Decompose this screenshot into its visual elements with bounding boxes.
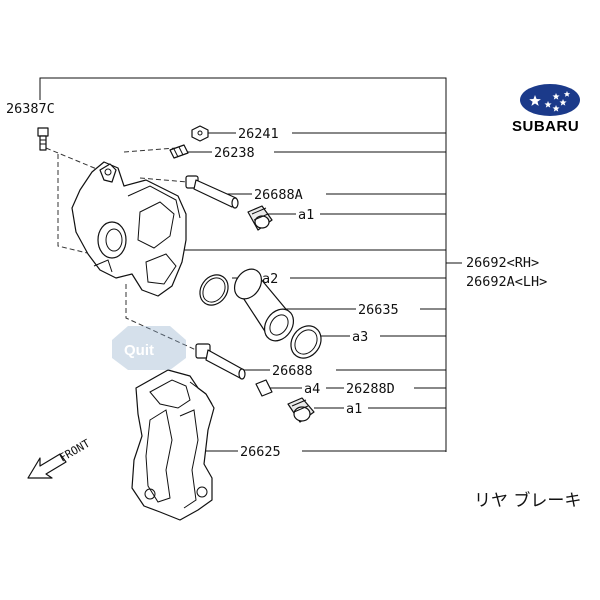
part-a3-piston-boot <box>290 325 322 359</box>
part-labels: 26387C 26241 26238 26688A a1 26692<RH> 2… <box>6 101 547 460</box>
part-a2-piston-seal <box>199 274 229 306</box>
label-a1-upper: a1 <box>298 207 314 223</box>
part-a1-boot-lower <box>287 397 315 423</box>
subaru-logo-stars-icon <box>529 91 571 112</box>
subaru-logo-oval <box>520 84 580 116</box>
label-26688: 26688 <box>272 363 313 379</box>
label-26238: 26238 <box>214 145 255 161</box>
part-26692-caliper-body <box>71 161 187 297</box>
label-a1-lower: a1 <box>346 401 362 417</box>
part-a4-bushing <box>255 379 273 397</box>
part-26387C-bleeder-screw <box>37 127 49 151</box>
label-26692-rh: 26692<RH> <box>466 255 539 271</box>
part-26688A-guide-pin <box>185 175 239 209</box>
part-26688-guide-pin <box>195 343 246 380</box>
label-26241: 26241 <box>238 126 279 142</box>
label-a3: a3 <box>352 329 368 345</box>
front-direction-arrow: FRONT <box>27 437 93 479</box>
leader-lines <box>182 132 446 452</box>
assembly-lines <box>45 147 197 351</box>
diagram-title-jp: リヤ ブレーキ <box>474 490 581 511</box>
watermark-text: Quit <box>124 342 154 359</box>
label-26625: 26625 <box>240 444 281 460</box>
part-26238-bleeder <box>169 144 189 159</box>
part-a1-boot-upper <box>247 205 273 231</box>
label-26688A: 26688A <box>254 187 303 203</box>
watermark-badge: Quit <box>112 326 186 370</box>
label-26387C: 26387C <box>6 101 55 117</box>
label-26288D: 26288D <box>346 381 395 397</box>
callout-frame <box>39 77 462 452</box>
part-26241-cap <box>191 125 209 142</box>
subaru-logo: SUBARU <box>512 84 580 135</box>
front-label: FRONT <box>57 437 93 465</box>
part-26635-piston <box>233 268 295 342</box>
label-26692A-lh: 26692A<LH> <box>466 274 547 290</box>
part-26625-support-bracket <box>131 369 215 521</box>
label-a2: a2 <box>262 271 278 287</box>
subaru-wordmark: SUBARU <box>512 118 579 135</box>
label-26635: 26635 <box>358 302 399 318</box>
label-a4: a4 <box>304 381 320 397</box>
